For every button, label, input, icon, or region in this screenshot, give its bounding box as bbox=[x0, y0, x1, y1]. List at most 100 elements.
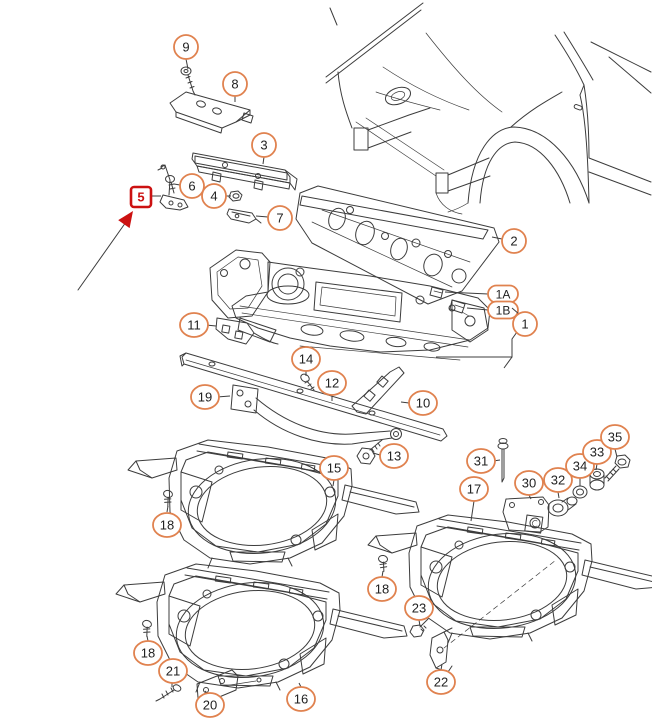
callout-2[interactable]: 2 bbox=[501, 228, 527, 254]
svg-text:1A: 1A bbox=[496, 288, 511, 302]
callout-18[interactable]: 18 bbox=[133, 640, 163, 666]
callout-11[interactable]: 11 bbox=[179, 312, 209, 338]
leader-line-13 bbox=[372, 452, 381, 456]
svg-text:31: 31 bbox=[474, 454, 488, 469]
callout-31[interactable]: 31 bbox=[466, 448, 496, 474]
svg-text:1B: 1B bbox=[496, 304, 511, 318]
svg-text:34: 34 bbox=[573, 459, 587, 474]
callout-20[interactable]: 20 bbox=[195, 692, 225, 718]
callout-4[interactable]: 4 bbox=[201, 183, 227, 209]
callout-9[interactable]: 9 bbox=[173, 34, 199, 60]
svg-text:13: 13 bbox=[387, 449, 401, 464]
leader-line-33 bbox=[595, 463, 598, 471]
svg-text:2: 2 bbox=[510, 234, 517, 249]
callout-19[interactable]: 19 bbox=[190, 384, 220, 410]
screw-14-part bbox=[300, 373, 315, 391]
callout-14[interactable]: 14 bbox=[291, 346, 321, 372]
svg-text:3: 3 bbox=[260, 138, 267, 153]
svg-text:35: 35 bbox=[608, 430, 622, 445]
bolt-35-part bbox=[604, 454, 631, 482]
pin-31-part bbox=[497, 438, 509, 483]
svg-text:30: 30 bbox=[522, 476, 536, 491]
svg-text:32: 32 bbox=[551, 473, 565, 488]
callout-32[interactable]: 32 bbox=[543, 467, 573, 493]
leader-line-1A bbox=[444, 291, 489, 295]
leader-line-6 bbox=[173, 183, 181, 186]
callout-1[interactable]: 1 bbox=[512, 311, 538, 337]
leader-line-17 bbox=[470, 500, 475, 522]
svg-text:17: 17 bbox=[467, 482, 481, 497]
bracket-11-part bbox=[215, 317, 279, 345]
svg-text:6: 6 bbox=[188, 179, 195, 194]
callout-18[interactable]: 18 bbox=[367, 576, 397, 602]
callout-8[interactable]: 8 bbox=[222, 71, 248, 97]
svg-text:16: 16 bbox=[294, 692, 308, 707]
callout-22[interactable]: 22 bbox=[426, 669, 456, 695]
leader-line-1 bbox=[436, 331, 518, 358]
svg-text:19: 19 bbox=[198, 390, 212, 405]
svg-text:20: 20 bbox=[203, 698, 217, 713]
callout-10[interactable]: 10 bbox=[408, 390, 438, 416]
callout-33[interactable]: 33 bbox=[582, 439, 612, 465]
car-body-sketch bbox=[325, 2, 652, 215]
svg-text:18: 18 bbox=[141, 646, 155, 661]
bracket-10-part bbox=[351, 366, 405, 415]
leader-line-1 bbox=[503, 356, 513, 369]
leader-line-18 bbox=[381, 570, 384, 578]
nut-4-part bbox=[228, 190, 243, 202]
svg-text:22: 22 bbox=[434, 675, 448, 690]
svg-text:10: 10 bbox=[416, 396, 430, 411]
svg-text:5: 5 bbox=[137, 190, 144, 205]
callout-3[interactable]: 3 bbox=[251, 132, 277, 158]
callout-23[interactable]: 23 bbox=[404, 595, 434, 621]
svg-text:7: 7 bbox=[276, 211, 283, 226]
callout-12[interactable]: 12 bbox=[317, 370, 347, 396]
clips-1a-1b bbox=[429, 286, 470, 317]
callout-5[interactable]: 5 bbox=[129, 185, 153, 209]
leader-line-2 bbox=[491, 236, 503, 240]
callout-15[interactable]: 15 bbox=[319, 455, 349, 481]
callout-18[interactable]: 18 bbox=[152, 512, 182, 538]
screw-9-part bbox=[180, 66, 196, 96]
callout-7[interactable]: 7 bbox=[267, 205, 293, 231]
svg-text:23: 23 bbox=[412, 601, 426, 616]
leader-line-22 bbox=[440, 663, 443, 671]
leader-line-7 bbox=[255, 215, 269, 218]
svg-text:1: 1 bbox=[521, 317, 528, 332]
callout-17[interactable]: 17 bbox=[459, 476, 489, 502]
callout-1A[interactable]: 1A bbox=[487, 284, 519, 304]
cowl-panel-2 bbox=[295, 185, 500, 305]
leader-line-23 bbox=[418, 619, 421, 627]
svg-text:9: 9 bbox=[182, 40, 189, 55]
leader-line-9 bbox=[185, 58, 189, 70]
screw-21-part bbox=[155, 684, 182, 702]
clip-7-part bbox=[226, 208, 262, 224]
svg-text:4: 4 bbox=[210, 189, 217, 204]
leader-line-1 bbox=[511, 307, 520, 315]
svg-text:12: 12 bbox=[325, 376, 339, 391]
highlight-arrow bbox=[77, 211, 133, 291]
callout-16[interactable]: 16 bbox=[286, 686, 316, 712]
leader-line-1B bbox=[466, 307, 489, 311]
bolt-23-part bbox=[409, 618, 429, 638]
leader-line-35 bbox=[614, 448, 618, 458]
callout-1B[interactable]: 1B bbox=[487, 300, 519, 320]
svg-text:11: 11 bbox=[187, 318, 201, 333]
callout-6[interactable]: 6 bbox=[179, 173, 205, 199]
plate-30-part bbox=[502, 496, 550, 534]
crossbar-12 bbox=[179, 352, 448, 442]
grommet-32-part bbox=[547, 496, 578, 517]
leader-line-18 bbox=[166, 505, 169, 513]
callout-21[interactable]: 21 bbox=[158, 658, 188, 684]
callout-30[interactable]: 30 bbox=[514, 470, 544, 496]
bulkhead-assembly-1 bbox=[209, 249, 491, 361]
support-strut-5-part bbox=[157, 164, 189, 211]
callout-13[interactable]: 13 bbox=[379, 443, 409, 469]
svg-text:15: 15 bbox=[327, 461, 341, 476]
brace-19 bbox=[230, 384, 402, 445]
callout-35[interactable]: 35 bbox=[600, 424, 630, 450]
svg-text:14: 14 bbox=[299, 352, 313, 367]
